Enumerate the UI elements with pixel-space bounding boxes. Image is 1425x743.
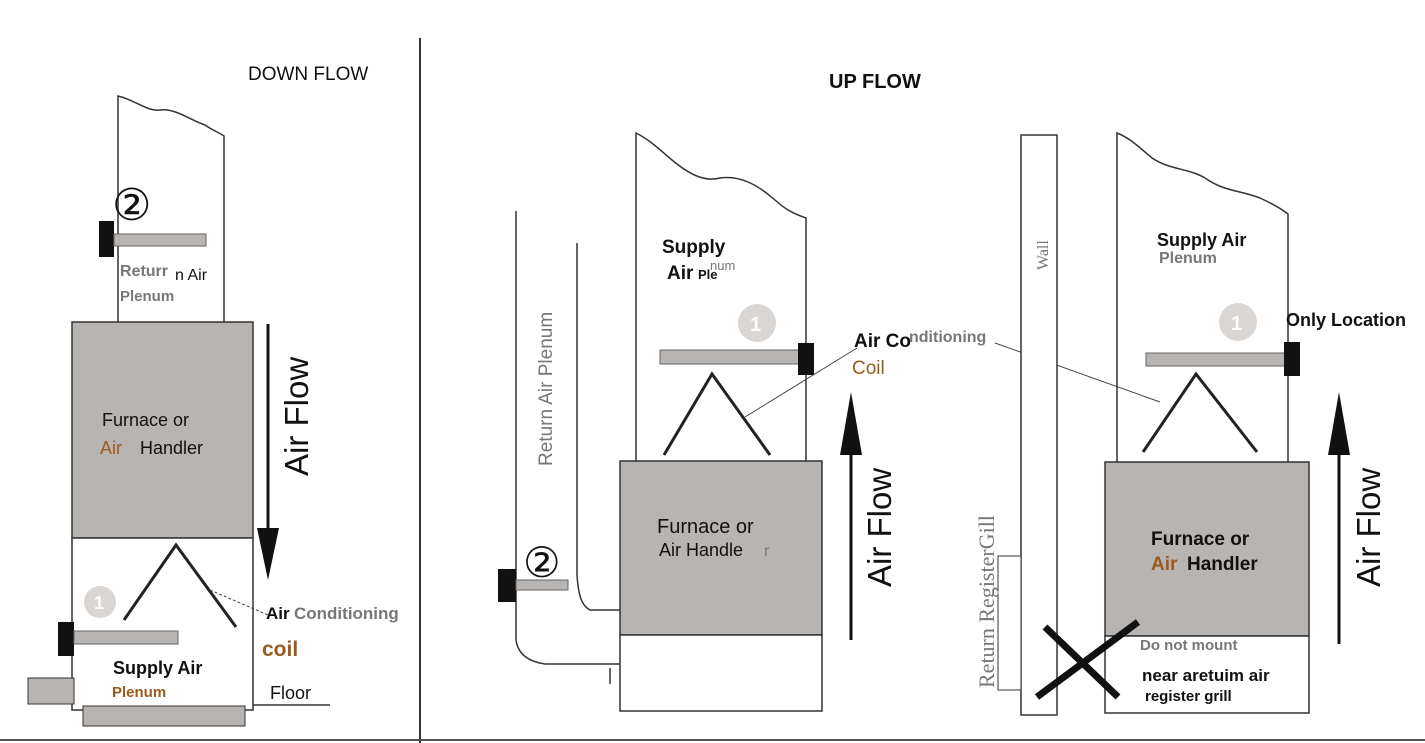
air-flow-label: Air Flow [1350, 468, 1387, 587]
return-plenum-duct-outer [515, 211, 620, 665]
shared-leader-line [994, 342, 1161, 403]
coil-a-frame [1141, 371, 1259, 453]
return-label-part3: Plenum [120, 288, 174, 305]
air-flow-label: Air Flow [278, 357, 315, 476]
filter-1 [1145, 352, 1287, 367]
supply-air-label: Supply Air [113, 658, 202, 678]
air-flow-label: Air Flow [861, 468, 898, 587]
marker-1-circle [84, 586, 116, 618]
furnace-label-line1: Furnace or [102, 410, 189, 430]
wall-label: Wall [1035, 240, 1052, 270]
ac-label-air-co: Air Co [854, 331, 911, 352]
supply-plenum-label: Plenum [112, 684, 166, 701]
furnace-label-r: r [764, 543, 770, 560]
air-flow-arrow-head [840, 392, 862, 455]
supply-label-line2: Plenum [1159, 250, 1217, 267]
down-flow-diagram: ② Returr n Air Plenum Furnace or Air Han… [27, 95, 399, 727]
only-location-label: Only Location [1286, 310, 1406, 330]
coil-label: coil [262, 638, 298, 661]
filter-holder [99, 221, 114, 257]
marker-1-circle [1219, 303, 1257, 341]
supply-label-line1: Supply Air [1157, 230, 1246, 250]
filter-2 [113, 233, 207, 247]
furnace-base [619, 634, 823, 712]
ac-label-air: Air [266, 604, 290, 623]
furnace-box [619, 460, 823, 636]
supply-label-num: num [710, 258, 735, 273]
return-register-box [997, 555, 1022, 691]
filter-holder [498, 569, 516, 602]
wall [1020, 134, 1058, 716]
up-flow-left-diagram: Supply Air Ple num 1 Air Co nditioning C… [498, 131, 986, 712]
furnace-label-line1: Furnace or [657, 516, 754, 538]
filter-holder [1284, 342, 1300, 376]
return-register-label: Return RegisterGill [974, 515, 999, 688]
air-flow-arrow-head [1328, 392, 1350, 455]
furnace-label-line1: Furnace or [1151, 529, 1250, 550]
filter-1 [73, 630, 179, 645]
filter-2 [515, 579, 569, 591]
ac-label-conditioning: Conditioning [294, 604, 399, 623]
filter-1 [659, 349, 801, 365]
coil-a-frame [122, 542, 238, 628]
supply-label-ple: Ple [698, 267, 718, 282]
coil-label: Coil [852, 358, 885, 379]
marker-2: ② [523, 539, 561, 586]
ac-label-nditioning: nditioning [909, 329, 986, 346]
up-flow-title: UP FLOW [829, 71, 921, 93]
return-plenum-duct [576, 243, 620, 611]
furnace-label-air: Air [100, 438, 122, 458]
furnace-label-air: Air [1151, 554, 1178, 575]
furnace-box [1104, 461, 1310, 637]
up-flow-right-diagram: Wall Return RegisterGill Supply Air Plen… [974, 131, 1406, 716]
marker-1: 1 [94, 593, 104, 613]
filter-holder [58, 622, 74, 656]
supply-plenum-duct [635, 131, 807, 462]
supply-label-air: Air [667, 263, 694, 284]
supply-label-line1: Supply [662, 237, 726, 258]
marker-1-circle [738, 304, 776, 342]
furnace-label-handler: Handler [1187, 554, 1258, 575]
return-plenum-label: Return Air Plenum [536, 312, 557, 466]
marker-2: ② [112, 181, 151, 230]
do-not-mount-x-mark [1034, 619, 1141, 700]
do-not-mount-label: Do not mount [1140, 637, 1237, 654]
furnace-label-line2: Air Handle [659, 540, 743, 560]
coil-leader-line [744, 347, 858, 418]
furnace-base [1104, 635, 1310, 714]
filter-holder [798, 343, 814, 375]
marker-1: 1 [1231, 313, 1242, 335]
supply-plenum-side [27, 677, 75, 705]
register-grill-label: register grill [1145, 688, 1232, 705]
floor-label: Floor [270, 683, 311, 703]
return-label-part2: n Air [175, 267, 208, 284]
coil-a-frame [662, 371, 772, 456]
down-flow-title: DOWN FLOW [248, 64, 368, 85]
coil-leader-line [209, 589, 269, 616]
air-flow-arrow-head [257, 528, 279, 580]
supply-plenum-duct [1116, 131, 1289, 462]
furnace-box [71, 321, 254, 539]
return-plenum-duct [117, 95, 225, 322]
return-label-part1: Returr [120, 263, 168, 280]
marker-1: 1 [750, 314, 761, 336]
furnace-label-handler: Handler [140, 438, 203, 458]
near-return-label: near aretuim air [1142, 666, 1270, 685]
supply-plenum-bottom [82, 705, 246, 727]
